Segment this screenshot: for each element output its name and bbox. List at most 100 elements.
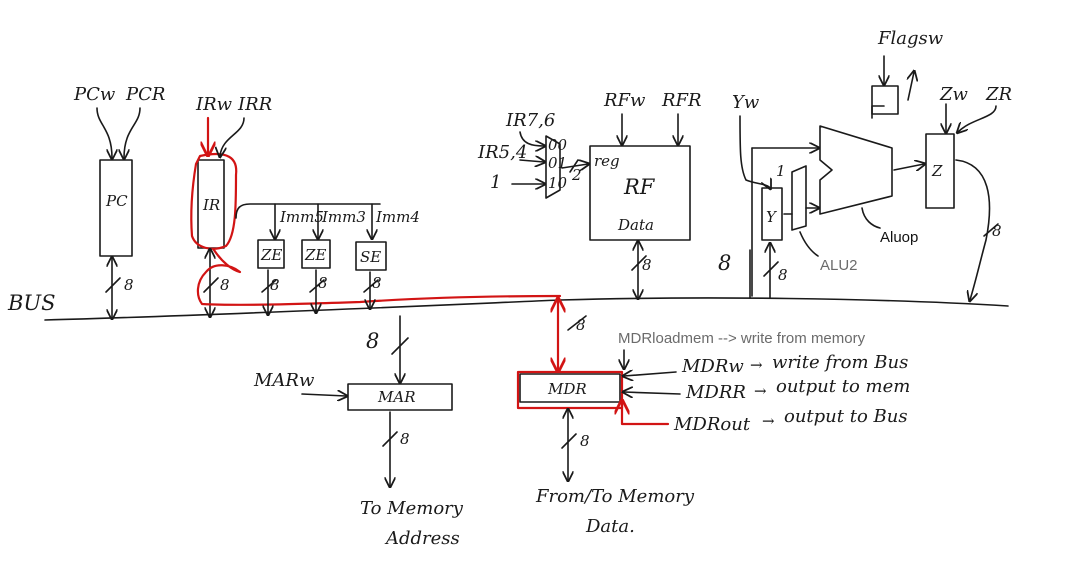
y-register: Yw Y 8 8 1 ALU2 bbox=[718, 92, 858, 299]
mar-register: MAR MARw 8 8 To Memory Address bbox=[253, 315, 464, 549]
mdr-mem-width: 8 bbox=[580, 432, 590, 450]
mux-width-tick bbox=[569, 159, 579, 173]
ze-2-box bbox=[301, 239, 331, 269]
register-file: reg RF Data RFw RFR 8 bbox=[589, 90, 702, 298]
pc-write-arrow bbox=[96, 107, 112, 158]
pc-read-arrow bbox=[124, 107, 141, 158]
pc-write-signal: PCw bbox=[73, 84, 116, 105]
y-box bbox=[761, 187, 783, 241]
y-width-tick bbox=[763, 261, 779, 277]
z-register: Z Zw ZR 8 bbox=[925, 84, 1012, 300]
extender-ze-1: Imm5 ZE 8 bbox=[257, 203, 324, 314]
z-write-signal: Zw bbox=[939, 84, 969, 105]
mar-dest-line1: To Memory bbox=[360, 498, 464, 519]
flags-register: Flagsw bbox=[871, 28, 944, 115]
alu2-pointer bbox=[799, 231, 819, 257]
flags-out-arrow bbox=[908, 72, 914, 101]
mar-out-tick bbox=[382, 431, 398, 447]
ze-1-width: 8 bbox=[270, 276, 280, 294]
ze-2-label: ZE bbox=[304, 246, 326, 264]
extender-se: Imm4 SE 8 bbox=[355, 203, 420, 308]
mar-write-arrow bbox=[301, 394, 346, 396]
reg-select-mux: 00 01 10 IR7,6 IR5,4 1 2 bbox=[477, 110, 588, 199]
ze-1-width-tick bbox=[261, 279, 277, 293]
mux-body bbox=[545, 135, 561, 199]
mux-width: 2 bbox=[571, 166, 582, 184]
mdr-r-signal: MDRR bbox=[685, 382, 746, 403]
se-box bbox=[355, 241, 387, 271]
mar-out-width: 8 bbox=[400, 430, 410, 448]
mar-label: MAR bbox=[377, 388, 416, 406]
mar-bus-width: 8 bbox=[366, 329, 379, 353]
mar-write-signal: MARw bbox=[253, 370, 315, 391]
mdr-w-arrow-glyph: → bbox=[750, 356, 763, 374]
y-out-width: 8 bbox=[718, 251, 731, 275]
ir-width-tick bbox=[203, 277, 219, 293]
ze-1-box bbox=[257, 239, 285, 269]
mdr-w-signal: MDRw bbox=[681, 356, 744, 377]
z-read-signal: ZR bbox=[985, 84, 1012, 105]
y-in-width: 8 bbox=[778, 266, 788, 284]
imm3-label: Imm3 bbox=[321, 208, 366, 226]
mux-input-ir54: IR5,4 bbox=[477, 142, 527, 163]
imm4-label: Imm4 bbox=[375, 208, 420, 226]
rf-reg-port: reg bbox=[594, 152, 620, 170]
mdr-bus-width: 8 bbox=[576, 316, 586, 334]
mdr-w-desc: write from Bus bbox=[772, 352, 908, 373]
flags-box bbox=[871, 85, 899, 115]
mdr-box bbox=[519, 373, 621, 403]
mux-select-1: 01 bbox=[548, 154, 567, 172]
y-label: Y bbox=[766, 208, 778, 226]
aluop-pointer bbox=[861, 207, 881, 229]
rf-width: 8 bbox=[642, 256, 652, 274]
z-width: 8 bbox=[992, 222, 1002, 240]
mar-bus-tick bbox=[391, 337, 409, 355]
alu2-mux-one: 1 bbox=[776, 162, 786, 180]
extender-ze-2: Imm3 ZE 8 bbox=[301, 203, 366, 312]
pc-register: PC PCw PCR 8 bbox=[73, 84, 165, 318]
flags-label: Flagsw bbox=[877, 28, 944, 49]
mdr-out-signal: MDRout bbox=[673, 414, 751, 435]
rf-width-tick bbox=[631, 255, 647, 271]
z-bus-link bbox=[955, 159, 991, 300]
mar-dest-line2: Address bbox=[384, 528, 460, 549]
z-label: Z bbox=[931, 162, 943, 180]
se-width: 8 bbox=[372, 274, 382, 292]
rf-write-signal: RFw bbox=[603, 90, 646, 111]
mux-input-ir76: IR7,6 bbox=[505, 110, 555, 131]
bus-label: BUS bbox=[7, 291, 56, 315]
alu-body bbox=[819, 125, 893, 215]
alu: Aluop bbox=[751, 105, 924, 297]
ir-write-signal: IRw bbox=[195, 94, 233, 115]
mdr-mem-tick bbox=[561, 433, 577, 449]
mux-out-arrow bbox=[561, 164, 588, 168]
ir-read-arrow bbox=[220, 117, 245, 156]
mux-input-one: 1 bbox=[490, 172, 501, 193]
rf-read-signal: RFR bbox=[661, 90, 702, 111]
mdr-out-desc: output to Bus bbox=[784, 406, 908, 427]
ir-label: IR bbox=[202, 196, 220, 214]
bus-line bbox=[44, 297, 1009, 321]
y-write-arrow bbox=[739, 115, 770, 188]
pc-label: PC bbox=[105, 192, 128, 210]
mux-arrow-ir76 bbox=[519, 131, 544, 146]
aluop-label: Aluop bbox=[880, 229, 918, 246]
mdr-bus-tick bbox=[567, 315, 587, 331]
alu-to-z bbox=[893, 164, 924, 170]
mdr-out-arrow bbox=[622, 402, 670, 426]
pc-width: 8 bbox=[124, 276, 134, 294]
ir-read-signal: IRR bbox=[237, 94, 272, 115]
imm-tap bbox=[235, 203, 381, 219]
z-box bbox=[925, 133, 955, 209]
ir-bus-highlight-path bbox=[196, 248, 562, 306]
mdr-dest-line1: From/To Memory bbox=[535, 486, 695, 507]
rf-data-port: Data bbox=[617, 216, 654, 234]
mux-select-2: 10 bbox=[548, 174, 568, 192]
ir-highlight bbox=[190, 152, 238, 250]
mdr-register: MDR 8 8 From/To Memory Data. MDRloadmem … bbox=[516, 300, 910, 537]
mdr-r-arrow bbox=[624, 392, 681, 394]
imm5-label: Imm5 bbox=[279, 208, 324, 226]
ze-2-width-tick bbox=[309, 279, 325, 293]
mdr-r-desc: output to mem bbox=[776, 376, 910, 397]
